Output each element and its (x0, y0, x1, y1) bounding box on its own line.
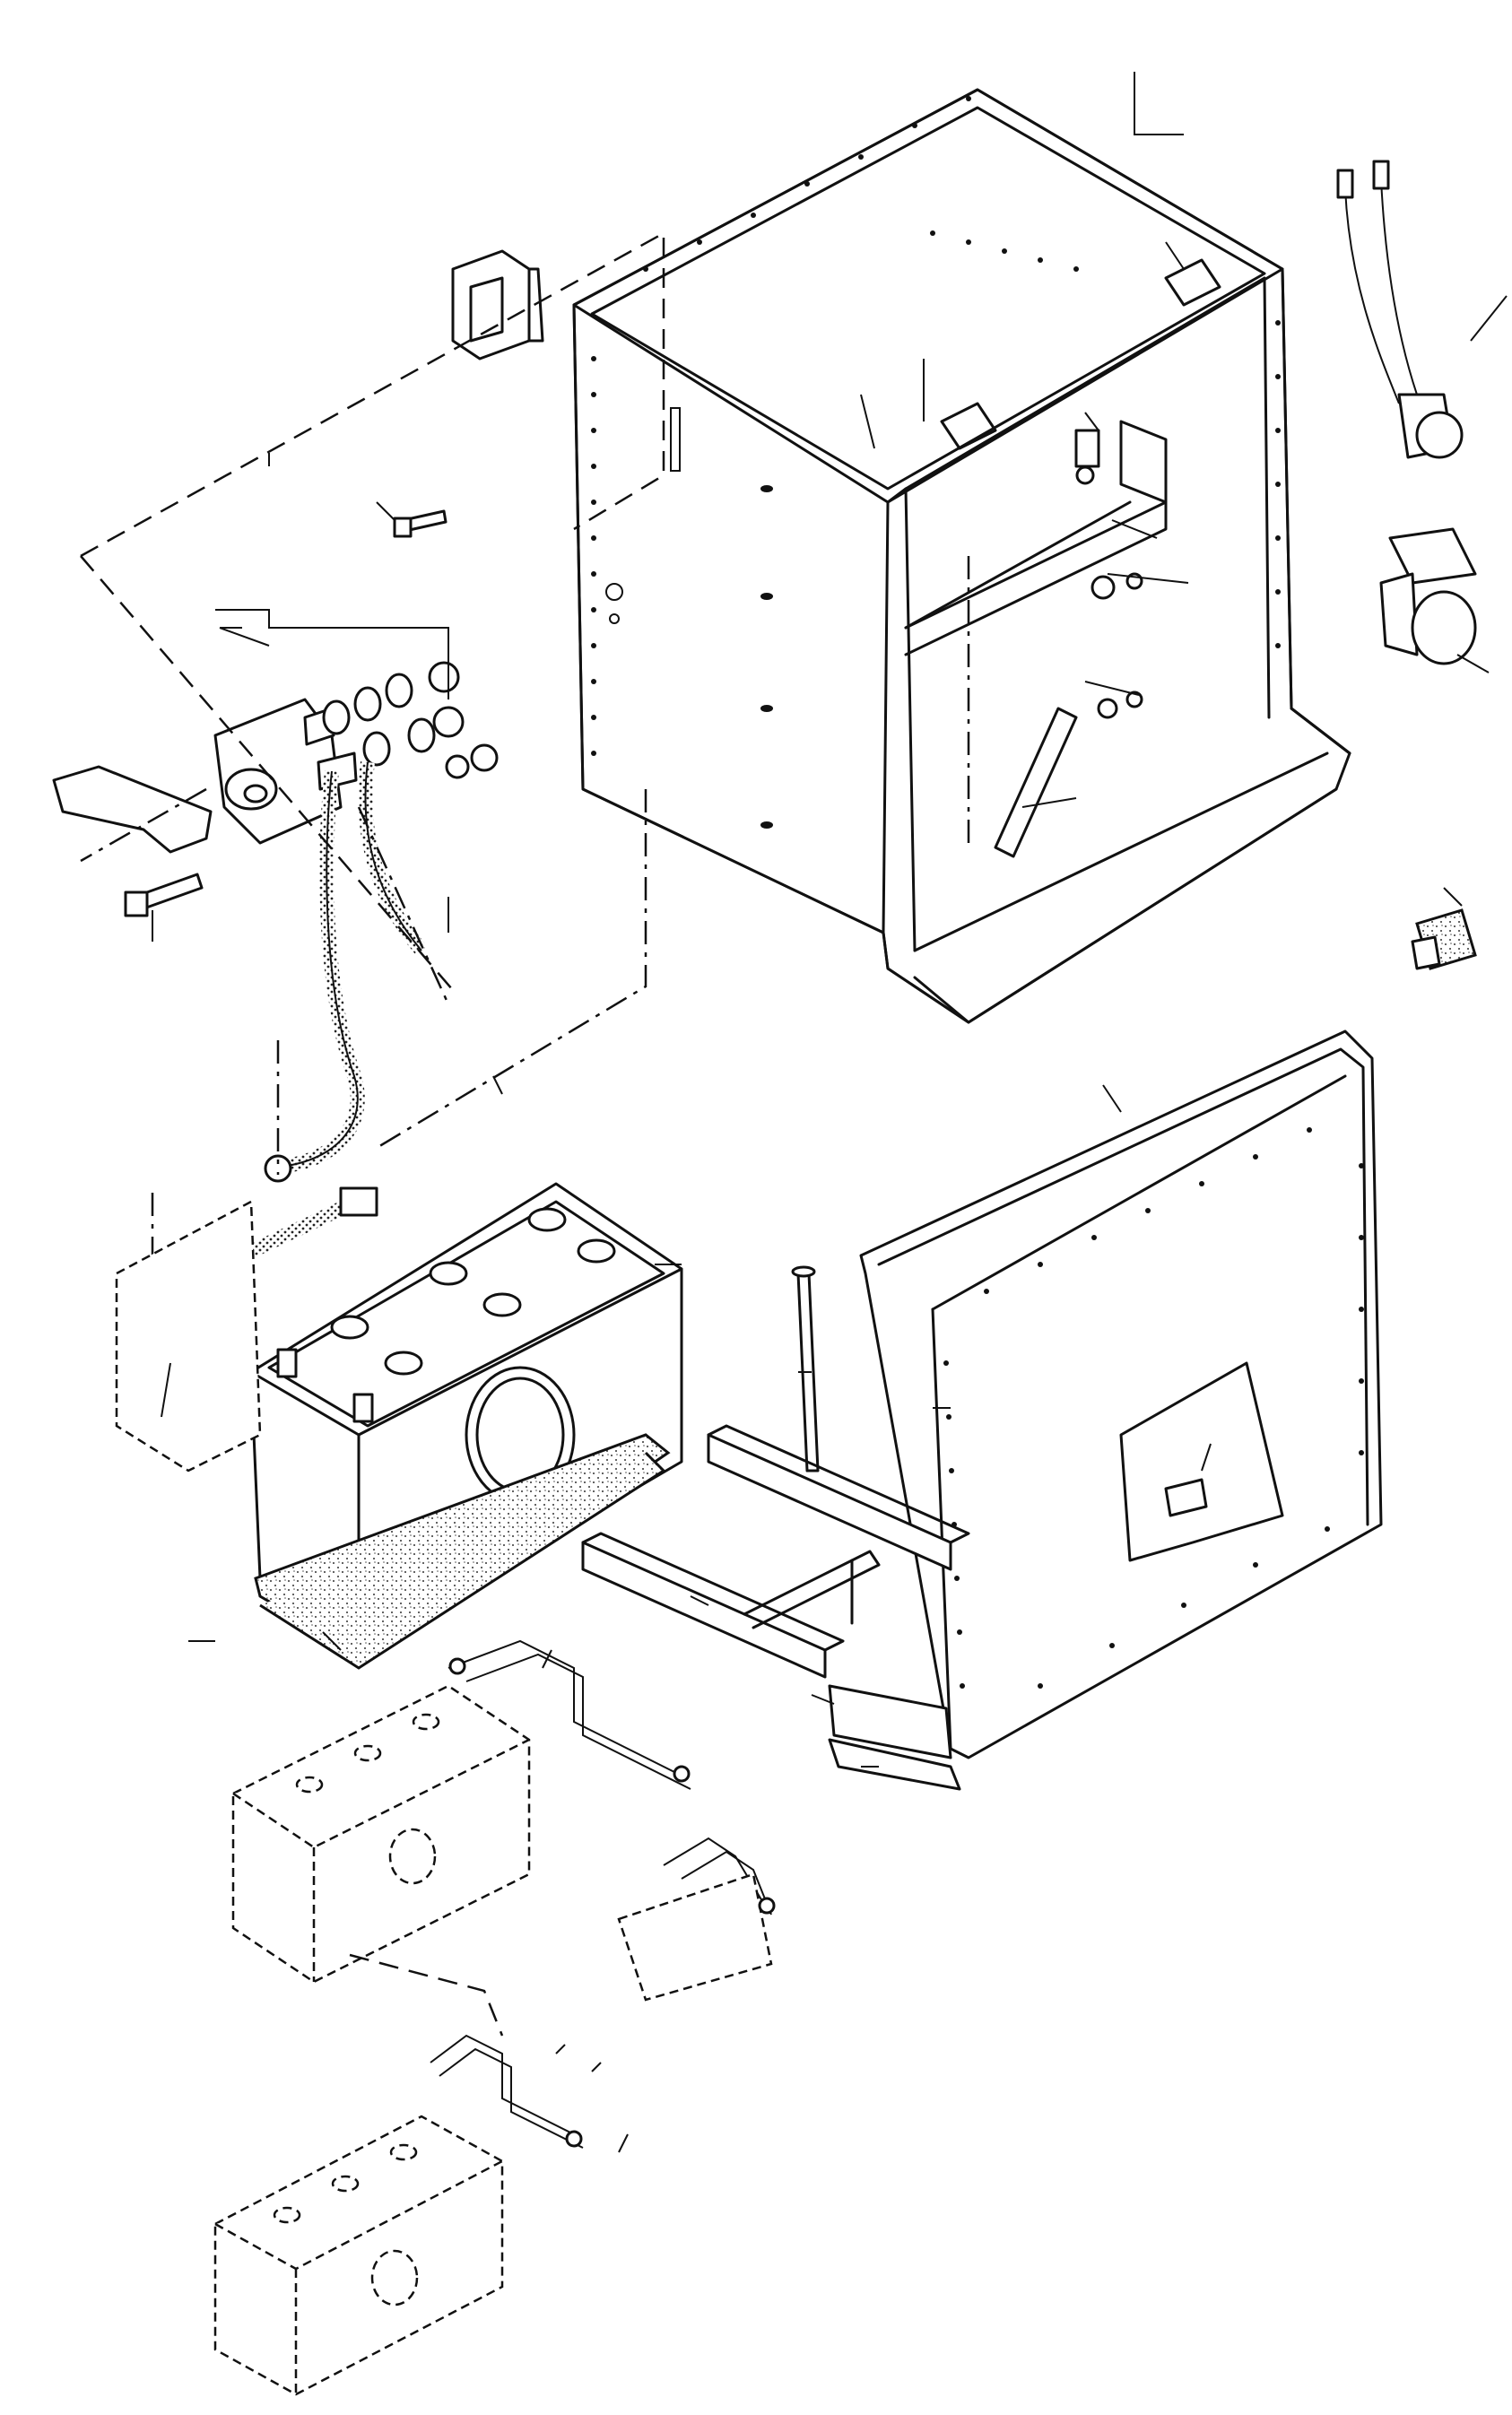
battery-box-cover (828, 1029, 1383, 1791)
battery-box-housing (572, 88, 1351, 1024)
cable-connector (451, 249, 544, 361)
battery (249, 1182, 683, 1652)
clip (1411, 908, 1477, 970)
panel-holes (605, 407, 773, 829)
jumper-cables (349, 1639, 776, 2149)
rivet-row (591, 96, 1281, 756)
support-frame (581, 1424, 970, 1679)
battery-mat (254, 1433, 671, 1670)
switch-handle (52, 765, 213, 854)
washers-nuts (322, 661, 499, 779)
battery-phantom-lower (213, 2115, 504, 2396)
assembly-lines (80, 230, 665, 1472)
horn-button (1336, 160, 1464, 459)
battery-phantom-upper (231, 1684, 531, 1984)
bolts (124, 509, 448, 917)
horn (1379, 527, 1477, 665)
callout-leaders (152, 72, 1508, 2153)
hold-down-rod (791, 1265, 820, 1472)
